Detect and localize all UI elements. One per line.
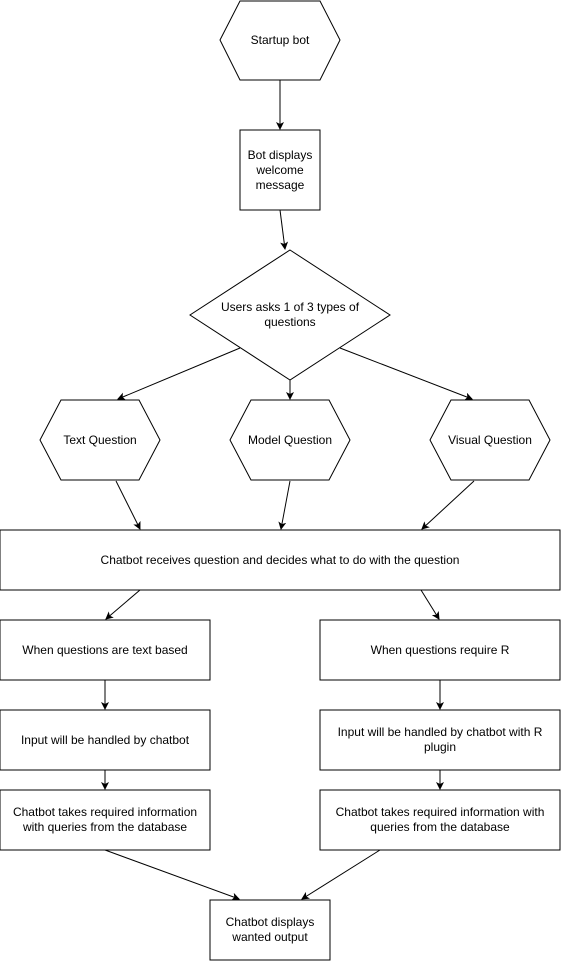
edge-model-receive xyxy=(278,480,291,530)
edge-welcome-ask xyxy=(279,209,289,250)
visual-question-hexagon xyxy=(429,399,551,481)
text-based-label: When questions are text based xyxy=(22,642,188,657)
db-right-label: Chatbot takes required information with … xyxy=(335,805,545,834)
model-question-hexagon xyxy=(229,399,351,481)
edge-text-receive xyxy=(115,480,141,530)
receive-box xyxy=(0,529,561,591)
text-question-label: Text Question xyxy=(63,432,137,447)
require-r-box xyxy=(319,619,561,681)
text-question-hexagon xyxy=(39,399,161,481)
startup-hexagon xyxy=(219,0,341,81)
welcome-label: Bot displays welcome message xyxy=(247,147,313,192)
edge-receive-textbased xyxy=(105,589,141,620)
handled-chatbot-label: Input will be handled by chatbot xyxy=(20,732,190,747)
startup-label: Startup bot xyxy=(250,32,310,47)
db-right-box xyxy=(319,789,561,851)
output-box xyxy=(209,899,331,961)
model-question-label: Model Question xyxy=(247,432,333,447)
handled-r-box xyxy=(319,709,561,771)
edge-receive-requirer xyxy=(420,589,440,620)
welcome-box xyxy=(239,129,321,211)
receive-label: Chatbot receives question and decides wh… xyxy=(100,552,460,567)
handled-r-label: Input will be handled by chatbot with R … xyxy=(337,725,543,754)
handled-chatbot-box xyxy=(0,709,211,771)
edge-ask-text xyxy=(117,347,241,400)
edge-visual-receive xyxy=(421,480,475,530)
output-label: Chatbot displays wanted output xyxy=(225,915,315,944)
visual-question-label: Visual Question xyxy=(448,432,532,447)
text-based-box xyxy=(0,619,211,681)
ask-label: Users asks 1 of 3 types of questions xyxy=(220,300,360,329)
require-r-label: When questions require R xyxy=(370,642,510,657)
db-left-box xyxy=(0,789,211,851)
edge-dbright-output xyxy=(301,849,381,900)
edge-dbleft-output xyxy=(104,849,240,901)
edge-ask-visual xyxy=(339,347,473,401)
db-left-label: Chatbot takes required information with … xyxy=(12,805,198,834)
